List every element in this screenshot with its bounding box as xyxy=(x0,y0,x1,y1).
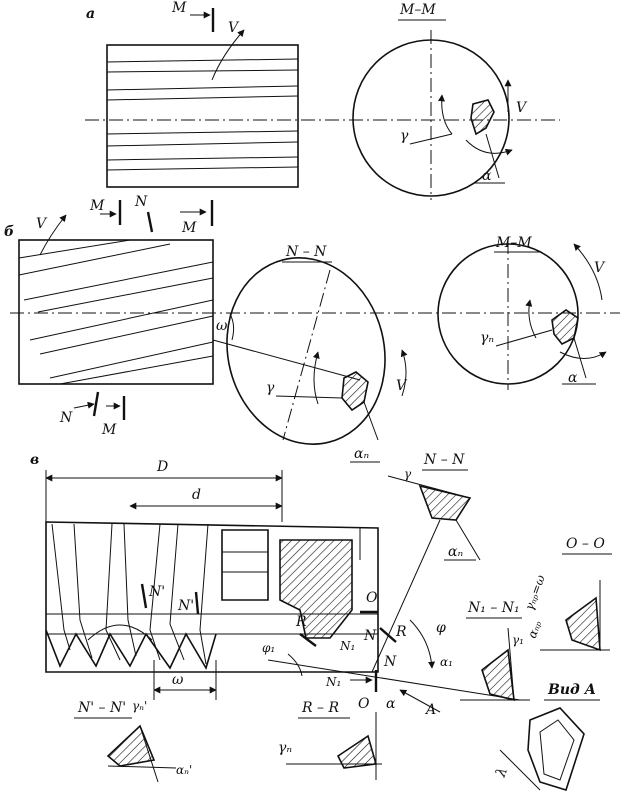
mark-N-v2: N xyxy=(363,628,377,644)
mark-N1-v2: N₁ xyxy=(325,675,341,689)
mark-R-v: R xyxy=(295,614,307,630)
tooth-profile-v-NprimeNprime xyxy=(106,724,156,767)
label-alpha-b: α xyxy=(568,370,578,386)
tooth-profile-v-N1N1 xyxy=(481,648,515,702)
label-V-b-NN: V xyxy=(396,378,408,394)
mark-M-b-bottom: M xyxy=(101,422,117,438)
title-v-NN: N – N xyxy=(423,452,465,468)
cutter-b-body xyxy=(18,239,214,385)
tooth-profile-b-NN xyxy=(341,371,369,412)
mark-O-RR: O xyxy=(358,696,370,712)
title-v-NprimeNprime: N' – N' xyxy=(77,700,126,716)
mark-Nprime-1: N' xyxy=(148,584,165,600)
mark-N1-v: N₁ xyxy=(339,639,355,653)
section-b-NN-ellipse xyxy=(226,257,386,445)
cutter-v-outline xyxy=(45,521,379,673)
title-a-MM: M–M xyxy=(399,2,436,18)
cutter-b-helix-teeth xyxy=(18,239,214,385)
title-v-N1N1: N₁ – N₁ xyxy=(467,600,520,616)
cutter-v-body-section xyxy=(279,539,353,639)
label-gamma-a: γ xyxy=(400,128,409,144)
cutter-v-hub-inner xyxy=(221,529,269,601)
velocity-arrow-b-MM xyxy=(573,243,603,301)
label-gamma-n-RR: γₙ xyxy=(278,740,292,756)
panel-b: б M N M ω V N M xyxy=(4,194,620,463)
mark-M-b-top2: M xyxy=(181,220,197,236)
label-V-a-section: V xyxy=(516,100,528,116)
cutter-v-helix-teeth xyxy=(51,523,209,665)
tooth-profile-a xyxy=(470,99,495,136)
title-b-NN: N – N xyxy=(285,244,327,260)
panel-a: а M V M–M α γ V xyxy=(85,0,560,200)
label-alpha-a: α xyxy=(482,168,492,184)
edge-line-phi xyxy=(371,519,441,673)
label-alpha-np: αₙₚ xyxy=(525,619,544,641)
velocity-arrow-b xyxy=(39,214,67,256)
panel-v-label: в xyxy=(30,452,39,468)
mark-R-v2: R xyxy=(395,624,407,640)
dimension-d: d xyxy=(192,487,201,503)
label-V-b: V xyxy=(36,216,48,232)
mark-O-v: O xyxy=(366,590,378,606)
view-A-tooth xyxy=(527,707,585,791)
label-alphaN-v: αₙ xyxy=(448,544,463,560)
label-alphaN-b: αₙ xyxy=(354,446,369,462)
label-gamma-Nprime: γₙ' xyxy=(132,699,147,713)
title-b-MM: M–M xyxy=(495,235,532,251)
label-phi: φ xyxy=(436,620,446,636)
label-alpha-Nprime: αₙ' xyxy=(176,763,192,777)
label-lambda: λ xyxy=(493,765,511,780)
tooth-profile-v-RR xyxy=(336,734,378,769)
title-v-viewA: Вид А xyxy=(547,682,596,698)
mark-N-v: N xyxy=(383,654,397,670)
label-gamma1-v: γ₁ xyxy=(512,633,524,647)
label-gamma-n-b: γₙ xyxy=(480,330,494,346)
label-omega-v: ω xyxy=(172,672,184,688)
label-alpha1-v: α₁ xyxy=(440,655,453,669)
cutter-a-teeth-lines xyxy=(106,58,299,171)
title-v-RR: R – R xyxy=(301,700,339,716)
mark-A-v: A xyxy=(424,702,436,718)
mark-M-a-top: M xyxy=(171,0,187,16)
mark-M-b-top: M xyxy=(89,198,105,214)
label-gamma-v-NN: γ xyxy=(404,467,412,481)
label-alpha-RR: α xyxy=(386,696,396,712)
mark-N-b-bottom: N xyxy=(59,410,73,426)
cutter-v-teeth-edge xyxy=(45,629,217,670)
label-phi1: φ₁ xyxy=(262,641,275,655)
label-gamma-np: γₙₚ=ω xyxy=(522,573,548,612)
title-v-OO: O – O xyxy=(566,536,605,552)
tooth-profile-v-OO xyxy=(565,596,601,652)
label-V-b-MM: V xyxy=(594,260,606,276)
cutter-a-body xyxy=(106,44,299,188)
label-gamma-b: γ xyxy=(266,380,275,396)
panel-b-label: б xyxy=(4,224,14,240)
label-omega-b: ω xyxy=(216,318,228,334)
panel-v: в D d N' N' xyxy=(30,452,612,791)
mark-Nprime-2: N' xyxy=(177,598,194,614)
label-V-a: V xyxy=(228,20,240,36)
dimension-D: D xyxy=(156,459,168,475)
velocity-arrow-a xyxy=(211,29,245,81)
mark-N-b-top: N xyxy=(134,194,148,210)
panel-a-label: а xyxy=(86,6,95,22)
